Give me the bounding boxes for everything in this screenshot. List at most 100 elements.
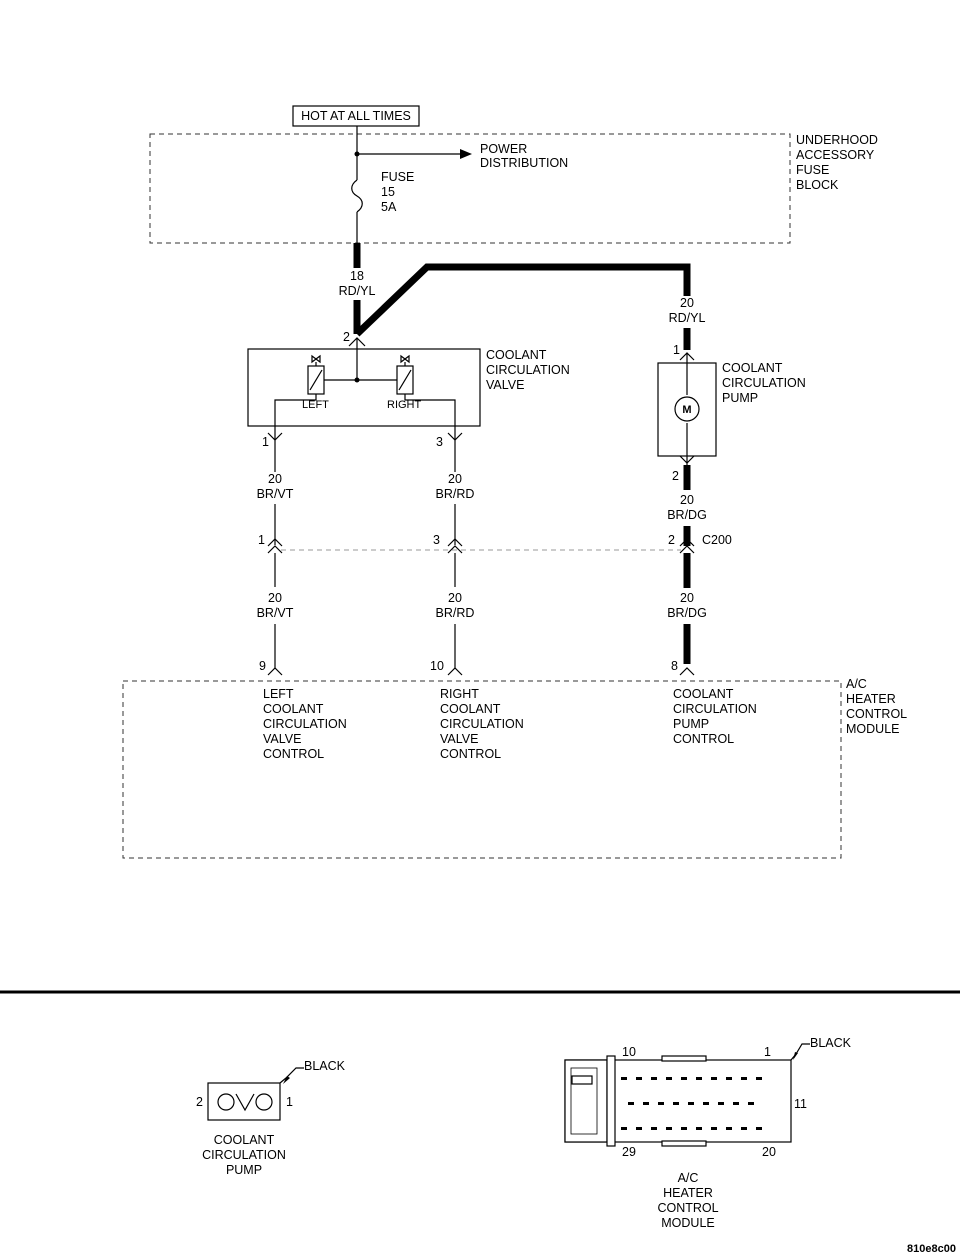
power-distribution-label: POWER DISTRIBUTION <box>480 142 568 170</box>
svg-text:20: 20 <box>680 591 694 605</box>
module-pin-right: 8 <box>671 659 678 673</box>
module-pin-left: 9 <box>259 659 266 673</box>
svg-text:A/C: A/C <box>678 1171 699 1185</box>
svg-text:HEATER: HEATER <box>663 1186 713 1200</box>
svg-text:CIRCULATION: CIRCULATION <box>263 717 347 731</box>
valve-right-label: RIGHT <box>387 399 422 411</box>
pump-connector-pin-left: 2 <box>196 1095 203 1109</box>
svg-text:ACCESSORY: ACCESSORY <box>796 148 875 162</box>
pump-connector-pin-right: 1 <box>286 1095 293 1109</box>
ac-heater-control-module-name: A/C HEATER CONTROL MODULE <box>846 677 907 736</box>
svg-text:COOLANT: COOLANT <box>673 687 734 701</box>
c200-pin-left: 1 <box>258 533 265 547</box>
svg-text:BR/DG: BR/DG <box>667 508 707 522</box>
svg-text:CIRCULATION: CIRCULATION <box>673 702 757 716</box>
figure-id: 810e8c00 <box>907 1243 956 1255</box>
svg-text:18: 18 <box>350 269 364 283</box>
module-connector-pin-mid-right: 11 <box>794 1097 807 1111</box>
svg-text:MODULE: MODULE <box>846 722 899 736</box>
wire-pump-upper-label: 20 BR/DG <box>667 493 707 522</box>
wire-left-lower-label: 20 BR/VT <box>257 591 294 620</box>
pump-connector-name: COOLANT CIRCULATION PUMP <box>202 1133 286 1177</box>
svg-text:CIRCULATION: CIRCULATION <box>440 717 524 731</box>
svg-text:CONTROL: CONTROL <box>673 732 734 746</box>
svg-text:CONTROL: CONTROL <box>846 707 907 721</box>
svg-text:COOLANT: COOLANT <box>263 702 324 716</box>
valve-pin-feed: 2 <box>343 330 350 344</box>
wire-right-upper-label: 20 BR/RD <box>436 472 475 501</box>
svg-text:20: 20 <box>448 591 462 605</box>
wire-feed-label: 18 RD/YL <box>339 269 376 298</box>
module-connector-view <box>564 1043 810 1147</box>
valve-left-label: LEFT <box>302 399 329 411</box>
fuse-symbol <box>351 179 363 213</box>
svg-text:20: 20 <box>268 472 282 486</box>
svg-text:15: 15 <box>381 185 395 199</box>
ac-heater-control-module-outline <box>122 680 842 859</box>
svg-text:BR/DG: BR/DG <box>667 606 707 620</box>
pump-pin-bottom: 2 <box>672 469 679 483</box>
module-connector-color: BLACK <box>810 1036 852 1050</box>
coolant-circulation-valve-name: COOLANT CIRCULATION VALVE <box>486 348 570 392</box>
module-left-circuit-label: LEFT COOLANT CIRCULATION VALVE CONTROL <box>263 687 347 761</box>
svg-text:HEATER: HEATER <box>846 692 896 706</box>
module-pin-mid: 10 <box>430 659 444 673</box>
svg-text:CIRCULATION: CIRCULATION <box>202 1148 286 1162</box>
pump-motor-symbol <box>674 396 700 422</box>
fuse-block-name: UNDERHOOD ACCESSORY FUSE BLOCK <box>796 133 878 192</box>
hot-at-all-times-box <box>292 105 420 127</box>
valve-pin-right: 3 <box>436 435 443 449</box>
c200-pin-mid: 3 <box>433 533 440 547</box>
svg-text:COOLANT: COOLANT <box>722 361 783 375</box>
svg-text:CIRCULATION: CIRCULATION <box>722 376 806 390</box>
wire-right-lower-label: 20 BR/RD <box>436 591 475 620</box>
svg-text:20: 20 <box>448 472 462 486</box>
svg-text:BLOCK: BLOCK <box>796 178 839 192</box>
svg-text:BR/VT: BR/VT <box>257 606 294 620</box>
svg-text:FUSE: FUSE <box>796 163 829 177</box>
svg-text:VALVE: VALVE <box>486 378 524 392</box>
svg-text:VALVE: VALVE <box>440 732 478 746</box>
svg-text:CONTROL: CONTROL <box>440 747 501 761</box>
module-connector-name: A/C HEATER CONTROL MODULE <box>657 1171 718 1230</box>
svg-text:POWER: POWER <box>480 142 527 156</box>
svg-text:PUMP: PUMP <box>722 391 758 405</box>
svg-text:FUSE: FUSE <box>381 170 414 184</box>
svg-text:PUMP: PUMP <box>673 717 709 731</box>
coolant-circulation-pump-name: COOLANT CIRCULATION PUMP <box>722 361 806 405</box>
svg-text:COOLANT: COOLANT <box>214 1133 275 1147</box>
svg-text:A/C: A/C <box>846 677 867 691</box>
svg-text:5A: 5A <box>381 200 397 214</box>
c200-name: C200 <box>702 533 732 547</box>
svg-text:BR/VT: BR/VT <box>257 487 294 501</box>
svg-text:COOLANT: COOLANT <box>440 702 501 716</box>
svg-text:VALVE: VALVE <box>263 732 301 746</box>
svg-text:DISTRIBUTION: DISTRIBUTION <box>480 156 568 170</box>
fuse-block-outline <box>149 133 791 244</box>
svg-text:CONTROL: CONTROL <box>657 1201 718 1215</box>
module-mid-circuit-label: RIGHT COOLANT CIRCULATION VALVE CONTROL <box>440 687 524 761</box>
wire-left-upper-label: 20 BR/VT <box>257 472 294 501</box>
coolant-circulation-valve-box <box>247 348 481 427</box>
svg-text:CONTROL: CONTROL <box>263 747 324 761</box>
svg-text:RD/YL: RD/YL <box>339 284 376 298</box>
svg-text:BR/RD: BR/RD <box>436 487 475 501</box>
pump-connector-view <box>207 1067 304 1121</box>
svg-text:PUMP: PUMP <box>226 1163 262 1177</box>
svg-text:20: 20 <box>268 591 282 605</box>
module-right-circuit-label: COOLANT CIRCULATION PUMP CONTROL <box>673 687 757 746</box>
pump-connector-color: BLACK <box>304 1059 346 1073</box>
wire-pump-feed-label: 20 RD/YL <box>669 296 706 325</box>
svg-text:RD/YL: RD/YL <box>669 311 706 325</box>
svg-text:RIGHT: RIGHT <box>440 687 479 701</box>
pump-pin-top: 1 <box>673 343 680 357</box>
fuse-label: FUSE 15 5A <box>381 170 414 214</box>
svg-text:COOLANT: COOLANT <box>486 348 547 362</box>
svg-text:UNDERHOOD: UNDERHOOD <box>796 133 878 147</box>
svg-text:MODULE: MODULE <box>661 1216 714 1230</box>
pump-motor-label: M <box>682 404 691 416</box>
svg-text:BR/RD: BR/RD <box>436 606 475 620</box>
svg-text:20: 20 <box>680 493 694 507</box>
module-connector-pin-top-left: 10 <box>622 1045 636 1059</box>
hot-at-all-times-label: HOT AT ALL TIMES <box>301 109 411 123</box>
